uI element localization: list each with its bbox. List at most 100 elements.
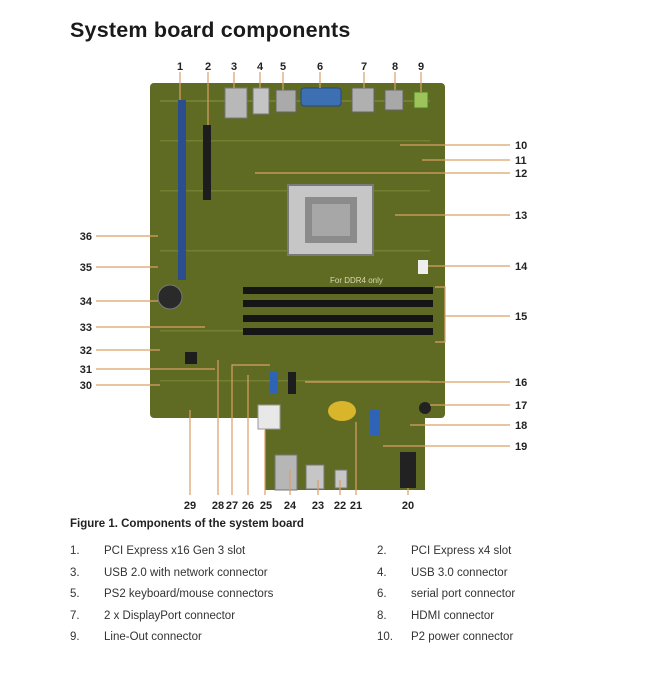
power-button-connector (400, 452, 416, 488)
callout-number: 16 (515, 377, 527, 389)
pcie-x4-slot (203, 125, 211, 200)
legend-label: PS2 keyboard/mouse connectors (104, 588, 274, 600)
page-title: System board components (70, 18, 351, 42)
callout-number: 31 (80, 364, 92, 376)
callout-number: 33 (80, 322, 92, 334)
serial-port-connector (300, 87, 342, 107)
legend-number: 6. (377, 588, 387, 600)
callout-number: 13 (515, 210, 527, 222)
ddr4-silkscreen: For DDR4 only (330, 276, 383, 285)
callout-number: 22 (334, 500, 346, 512)
callout-number: 6 (317, 61, 323, 73)
legend-item: 10. P2 power connector (377, 631, 590, 643)
callout-number: 25 (260, 500, 272, 512)
legend-item: 4. USB 3.0 connector (377, 567, 590, 579)
front-usb-header (370, 410, 380, 436)
callout-number: 12 (515, 168, 527, 180)
callout-number: 4 (257, 61, 264, 73)
pcie-x16-slot (178, 100, 186, 280)
legend-label: HDMI connector (411, 609, 495, 622)
legend-label: PCI Express x4 slot (411, 545, 512, 557)
legend-number: 3. (70, 566, 80, 579)
legend-item: 1. PCI Express x16 Gen 3 slot (70, 545, 377, 557)
legend-number: 9. (70, 631, 80, 643)
callout-number: 30 (80, 380, 92, 392)
leader-lines (96, 72, 510, 495)
legend-number: 4. (377, 566, 387, 579)
legend-item: 2. PCI Express x4 slot (377, 545, 590, 557)
callouts-left: 36 35 34 33 32 31 30 (80, 231, 93, 392)
callout-number: 15 (515, 311, 527, 323)
vrm-chip (185, 352, 197, 364)
callout-number: 5 (280, 61, 286, 73)
legend-number: 2. (377, 545, 387, 557)
line-out-connector (413, 91, 429, 109)
callout-number: 14 (515, 261, 528, 273)
system-board-figure: For DDR4 only (80, 61, 528, 512)
displayport-connector (351, 87, 375, 113)
front-audio-connector (334, 469, 348, 489)
legend-label: serial port connector (411, 588, 516, 600)
sata-connector (270, 372, 278, 394)
callout-number: 1 (177, 61, 183, 73)
memory-slot (243, 287, 433, 294)
legend-item: 7. 2 x DisplayPort connector (70, 610, 377, 622)
callouts-right: 10 11 12 13 14 15 16 17 18 19 (515, 140, 528, 453)
legend-number: 8. (377, 609, 387, 622)
callout-number: 2 (205, 61, 211, 73)
usb3-connector (252, 87, 270, 115)
power-connector (257, 404, 281, 430)
callouts-bottom: 29 28 27 26 25 24 23 22 21 20 (184, 500, 414, 512)
callout-number: 18 (515, 420, 527, 432)
callout-number: 23 (312, 500, 324, 512)
callout-number: 20 (402, 500, 414, 512)
sata-connector (288, 372, 296, 394)
legend-item: 9. Line-Out connector (70, 631, 377, 643)
legend-item: 8. HDMI connector (377, 610, 590, 622)
callout-number: 8 (392, 61, 398, 73)
legend-label: P2 power connector (411, 631, 514, 643)
legend-item: 3. USB 2.0 with network connector (70, 567, 377, 579)
callout-number: 3 (231, 61, 237, 73)
legend-number: 5. (70, 588, 80, 600)
legend-number: 7. (70, 609, 80, 622)
speaker-connector (419, 402, 431, 414)
callout-number: 29 (184, 500, 196, 512)
front-usb-connector (305, 464, 325, 490)
legend-number: 10. (377, 631, 393, 643)
dell-logo-heatsink (328, 401, 356, 421)
legend-label: PCI Express x16 Gen 3 slot (104, 545, 246, 557)
callout-number: 34 (80, 296, 93, 308)
callout-number: 9 (418, 61, 424, 73)
callout-number: 7 (361, 61, 367, 73)
legend-label: USB 2.0 with network connector (104, 566, 268, 579)
callout-number: 21 (350, 500, 362, 512)
ps2-connector (275, 89, 297, 113)
memory-slot (243, 328, 433, 335)
memory-slot (243, 315, 433, 322)
callout-number: 27 (226, 500, 238, 512)
callout-number: 28 (212, 500, 224, 512)
front-io-connector (274, 454, 298, 491)
coin-cell-battery (157, 284, 183, 310)
callout-number: 24 (284, 500, 297, 512)
callout-number: 32 (80, 345, 92, 357)
callout-number: 10 (515, 140, 527, 152)
callout-number: 36 (80, 231, 92, 243)
component-legend: 1. PCI Express x16 Gen 3 slot 2. PCI Expre… (70, 545, 590, 643)
memory-slot (243, 300, 433, 307)
legend-label: USB 3.0 connector (411, 566, 508, 579)
callout-number: 35 (80, 262, 92, 274)
legend-label: 2 x DisplayPort connector (104, 609, 236, 622)
fan-connector (418, 260, 428, 274)
callout-number: 17 (515, 400, 527, 412)
callout-number: 19 (515, 441, 527, 453)
legend-item: 5. PS2 keyboard/mouse connectors (70, 588, 377, 600)
callouts-top: 1 2 3 4 5 6 7 8 9 (177, 61, 424, 73)
legend-label: Line-Out connector (104, 631, 202, 643)
callout-number: 26 (242, 500, 254, 512)
legend-number: 1. (70, 545, 80, 557)
figure-caption: Figure 1. Components of the system board (70, 518, 304, 530)
usb-network-connector (224, 87, 248, 119)
callout-number: 11 (515, 155, 527, 167)
